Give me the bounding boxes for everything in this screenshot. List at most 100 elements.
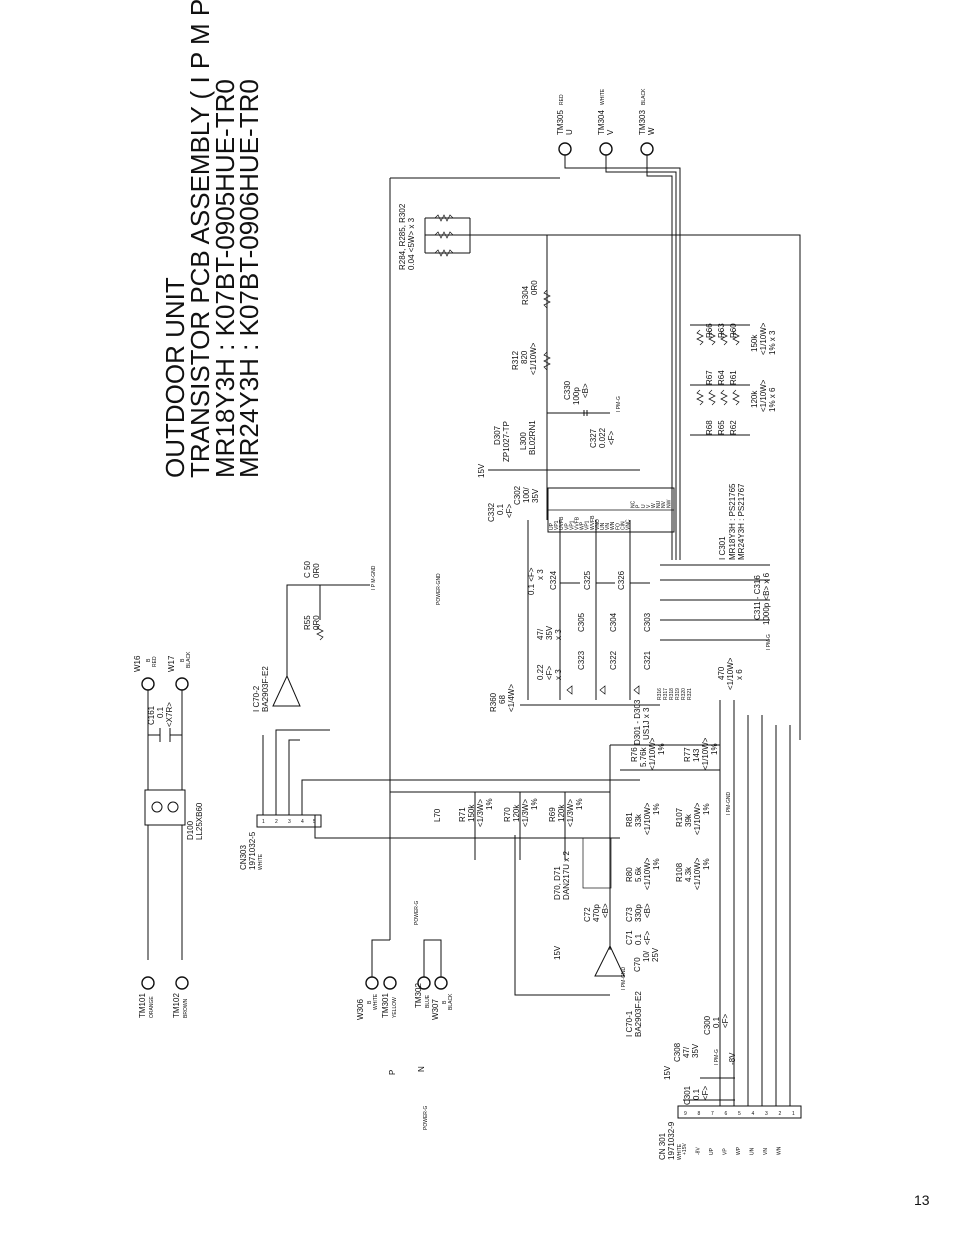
ic301-pin-label: FO [615, 523, 621, 530]
cn301-signal-wires [719, 700, 791, 1106]
cn301-pin-number: 8 [698, 1111, 701, 1117]
ic301-pin-label: NU [656, 500, 662, 508]
d100-node-b [167, 801, 179, 813]
r66-tol: 1% x 3 [768, 330, 777, 355]
terminal-w16 [141, 677, 155, 691]
d70-label: D70, D71 [553, 866, 562, 900]
d301-value: US1J x 3 [642, 707, 651, 740]
title-line-4: MR24Y3H : K07BT-0906HUE-TR0 [234, 79, 264, 478]
tm101-color: ORANGE [149, 996, 155, 1018]
v15-label: 15V [477, 463, 486, 478]
c302-spec: 35V [531, 488, 540, 503]
c300-value: 0.1 [712, 1016, 721, 1028]
ic70-2: I C70-2 BA2903F-E2 R55 0R0 C 50 0R0 I P … [252, 561, 442, 712]
w16-label: W16 [133, 655, 142, 672]
r66-spec: <1/10W> [759, 322, 768, 355]
c332-spec: <F> [505, 503, 514, 518]
r360-label: R360 [489, 692, 498, 712]
c302-label: C302 [513, 485, 522, 505]
bus-n: N [417, 1066, 426, 1072]
tm302-color: BLUE [425, 994, 431, 1008]
c326-label: C326 [617, 570, 626, 590]
tm304-phase: V [606, 129, 615, 135]
v15c-label: 15V [663, 1065, 672, 1080]
r65-label: R65 [717, 420, 726, 435]
c330-value: 100p [572, 387, 581, 405]
r284-value: 0.04 <5W> x 3 [407, 217, 416, 270]
c324-label: C324 [549, 570, 558, 590]
svg-text:4: 4 [301, 819, 304, 825]
r77-spec: <1/10W> [701, 737, 710, 770]
r316-value: 470 [717, 666, 726, 680]
l300-label: L300 [519, 432, 528, 450]
bus-p: P [388, 1070, 397, 1075]
c305-value: 47/ [536, 628, 545, 640]
title-line-3: MR18Y3H : K07BT-0905HUE-TR0 [210, 79, 240, 478]
cn301-pin-number: 3 [765, 1111, 768, 1117]
r66-label: R66 [705, 323, 714, 338]
r77-label: R77 [683, 747, 692, 762]
r76-label: R76 [630, 747, 639, 762]
w16-color: RED [152, 656, 158, 667]
r71-spec: <1/3W> [476, 799, 485, 827]
terminal-w17 [175, 677, 189, 691]
ic301-label: I C301 [718, 536, 727, 560]
r284-label: R284, R285, R302 [398, 203, 407, 270]
c330-spec: <B> [581, 383, 590, 398]
c305-spec: 35V [545, 625, 554, 640]
r304-value: 0R0 [530, 280, 539, 295]
cn301-pin-number: 4 [752, 1111, 755, 1117]
ic301-pin-label: WVFB [590, 515, 596, 530]
ic70-2-label: I C70-2 [252, 685, 261, 712]
c72-value: 470p [592, 904, 601, 922]
w307-label: W307 [431, 999, 440, 1020]
c73-spec: <B> [643, 903, 652, 918]
r67-label: R67 [705, 370, 714, 385]
bootstrap-section: 0.1 <F> x 3 C324 C325 C326 47/ 35V x 3 C… [489, 520, 772, 745]
r70-spec: <1/3W> [521, 799, 530, 827]
power-terminal-wires [371, 939, 442, 977]
ic70-1-label: I C70-1 [625, 1010, 634, 1037]
c330-label: C330 [563, 380, 572, 400]
cn301-pin-signal: -8V [696, 1147, 702, 1155]
title-block: OUTDOOR UNIT TRANSISTOR PCB ASSEMBLY ( I… [160, 0, 264, 478]
c300-spec: <F> [721, 1013, 730, 1028]
r69-label: R69 [548, 807, 557, 822]
cn303: 1 2 3 4 5 CN303 1971032-5 WHITE [239, 729, 640, 870]
cn301-pin-signal: WP [736, 1146, 742, 1155]
ic301-pin-label: NV [661, 500, 667, 508]
divider-rails [609, 744, 720, 950]
d100-label: D100 [186, 820, 195, 840]
c72-label: C72 [583, 907, 592, 922]
r61-label: R61 [729, 370, 738, 385]
w307-mark: B [442, 1000, 448, 1004]
ic70-2-symbol [272, 674, 301, 707]
tm301-color: YELLOW [392, 997, 398, 1018]
c305-label: C305 [577, 612, 586, 632]
tm303-color: BLACK [641, 88, 647, 105]
c308-value: 47/ [682, 1046, 691, 1058]
w307-color: BLACK [448, 993, 454, 1010]
c72-spec: <B> [601, 903, 610, 918]
tm305-color: RED [559, 94, 565, 105]
r69-value: 120k [557, 804, 566, 822]
tm305-phase: U [565, 129, 574, 135]
d70-value: DAN217U x 2 [562, 851, 571, 900]
ic301-pin-label: VP [564, 523, 570, 530]
ic301-variant-24: MR24Y3H : PS21767 [737, 483, 746, 560]
r360-spec: <1/4W> [507, 684, 516, 712]
c303-label: C303 [643, 612, 652, 632]
ic70-1-output [514, 835, 610, 996]
cn301-pin-number: 1 [792, 1111, 795, 1117]
r81-spec: <1/10W> [643, 802, 652, 835]
svg-text:2: 2 [275, 819, 278, 825]
r69-spec: <1/3W> [566, 799, 575, 827]
cn301-color: WHITE [677, 1143, 683, 1160]
output-wires [564, 155, 681, 560]
input-section: W16 B RED W17 B BLACK C161 0.1 <X7R> D10… [133, 651, 204, 960]
c322-label: C322 [609, 650, 618, 670]
r64-label: R64 [717, 370, 726, 385]
r108-spec: <1/10W> [693, 857, 702, 890]
r71-tol: 1% [485, 798, 494, 810]
